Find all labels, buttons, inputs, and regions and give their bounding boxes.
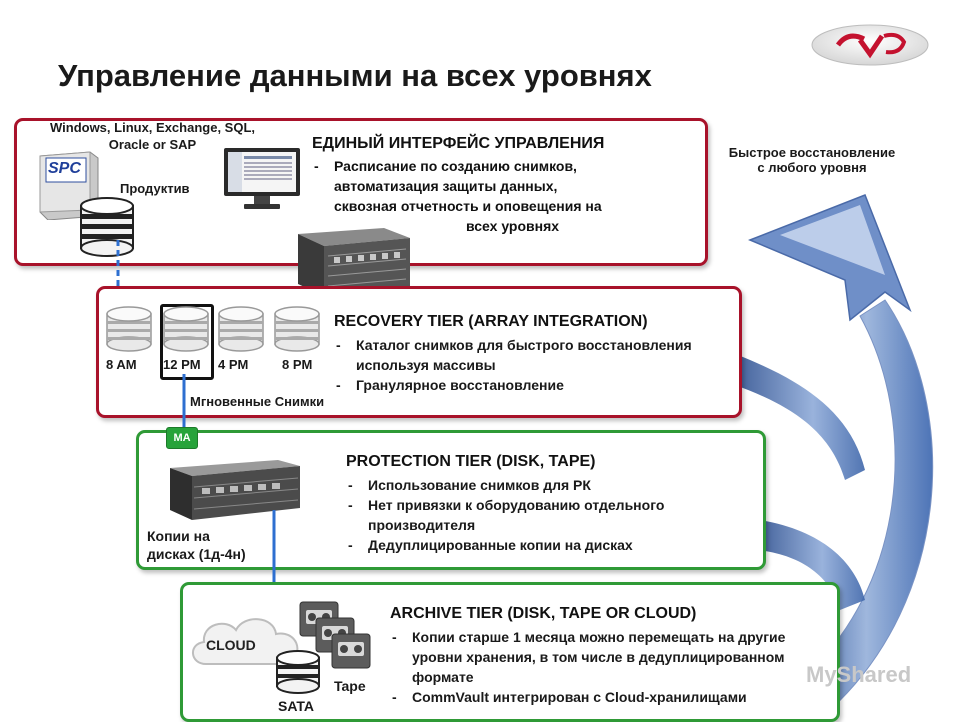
snap-time-4pm: 4 PM — [218, 357, 249, 372]
restore-note-line1: Быстрое восстановление — [728, 145, 896, 160]
storage-array-icon — [298, 228, 410, 296]
restore-note-line2: с любого уровня — [757, 160, 867, 175]
cloud-icon — [192, 618, 299, 665]
restore-note: Быстрое восстановление с любого уровня — [712, 145, 912, 175]
management-heading: ЕДИНЫЙ ИНТЕРФЕЙС УПРАВЛЕНИЯ — [312, 135, 605, 152]
archive-bullets: Копии старше 1 месяца можно перемещать н… — [390, 627, 820, 707]
cloud-label: CLOUD — [206, 637, 256, 653]
snap-time-12pm: 12 PM — [163, 357, 201, 372]
disk-copies-line2: дисках (1д-4н) — [147, 546, 246, 562]
sata-label: SATA — [278, 698, 315, 714]
management-bullets: - Расписание по созданию снимков, автома… — [312, 156, 692, 236]
protection-bullet-1: Использование снимков для РК — [346, 475, 746, 495]
tape-cartridges-icon — [299, 601, 371, 669]
snapshots-label: Мгновенные Снимки — [190, 394, 325, 409]
management-console-icon — [224, 148, 300, 209]
snap-time-8am: 8 AM — [106, 357, 137, 372]
protection-bullets: Использование снимков для РК Нет привязк… — [346, 475, 746, 555]
company-logo — [808, 22, 932, 68]
recovery-heading: RECOVERY TIER (ARRAY INTEGRATION) — [334, 313, 648, 330]
snap-time-8pm: 8 PM — [282, 357, 313, 372]
spc-label: SPC — [48, 160, 81, 177]
snapshot-selected-frame — [160, 304, 214, 380]
management-line-1: Расписание по созданию снимков, — [334, 158, 577, 174]
production-label: Продуктив — [120, 181, 190, 196]
sata-disk-icon — [276, 650, 320, 694]
production-database-icon — [80, 197, 134, 257]
os-label-line1: Windows, Linux, Exchange, SQL, — [49, 120, 256, 135]
ma-badge: MA — [166, 427, 198, 449]
disk-copies-label: Копии на дисках (1д-4н) — [147, 527, 246, 563]
recovery-bullet-1: Каталог снимков для быстрого восстановле… — [334, 335, 704, 375]
recovery-bullets: Каталог снимков для быстрого восстановле… — [334, 335, 704, 395]
slide-title: Управление данными на всех уровнях — [58, 58, 652, 93]
archive-heading: ARCHIVE TIER (DISK, TAPE OR CLOUD) — [390, 605, 697, 622]
rack-server-icon — [170, 460, 300, 520]
snapshot-disk-8am — [106, 306, 152, 352]
snapshot-disk-8pm — [274, 306, 320, 352]
snapshot-disk-12pm — [163, 306, 209, 352]
archive-bullet-1: Копии старше 1 месяца можно перемещать н… — [390, 627, 820, 687]
disk-copies-line1: Копии на — [147, 528, 210, 544]
watermark-text: MyShared — [806, 662, 912, 687]
management-line-4: всех уровнях — [466, 218, 560, 234]
protection-bullet-2: Нет привязки к оборудованию отдельного п… — [346, 495, 746, 535]
archive-bullet-2: CommVault интегрирован с Cloud-хранилища… — [390, 687, 820, 707]
snapshot-disk-4pm — [218, 306, 264, 352]
tape-label: Tape — [334, 678, 366, 694]
os-label-line2: Oracle or SAP — [108, 137, 197, 152]
restore-curved-arrow — [735, 194, 934, 711]
protection-bullet-3: Дедуплицированные копии на дисках — [346, 535, 746, 555]
protection-heading: PROTECTION TIER (DISK, TAPE) — [346, 453, 596, 470]
recovery-bullet-2: Гранулярное восстановление — [334, 375, 704, 395]
management-line-3: сквозная отчетность и оповещения на — [334, 198, 602, 214]
os-label: Windows, Linux, Exchange, SQL, Oracle or… — [20, 119, 285, 153]
management-line-2: автоматизация защиты данных, — [334, 178, 558, 194]
